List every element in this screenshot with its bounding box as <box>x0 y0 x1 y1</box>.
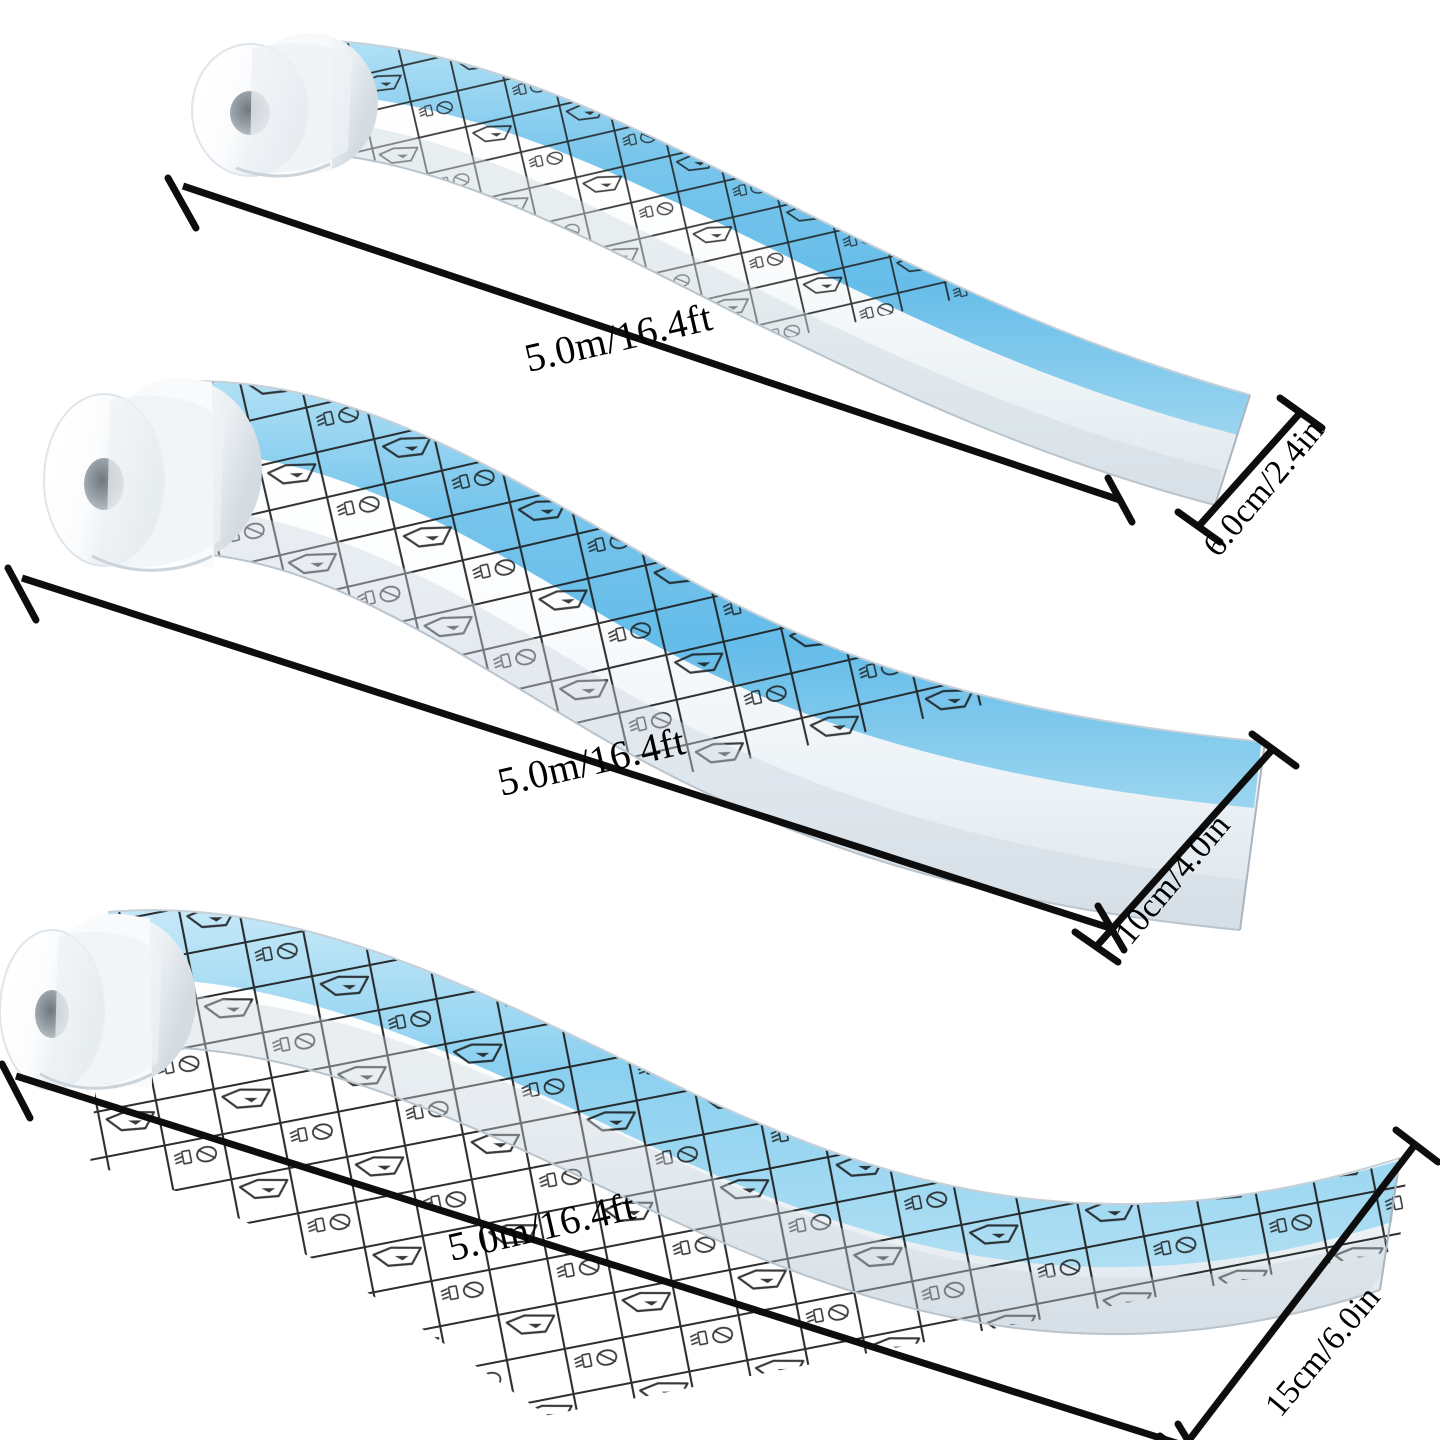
dimension-length-small <box>164 174 1136 526</box>
dimension-width-large <box>1156 1126 1440 1440</box>
dimension-length-large <box>0 1060 1192 1440</box>
dimension-width-medium <box>1071 730 1300 966</box>
dimension-width-small <box>1174 394 1326 546</box>
roll-cylinder-medium <box>43 378 262 572</box>
roll-cylinder-small <box>191 33 378 178</box>
roll-cylinder-large <box>0 914 196 1091</box>
